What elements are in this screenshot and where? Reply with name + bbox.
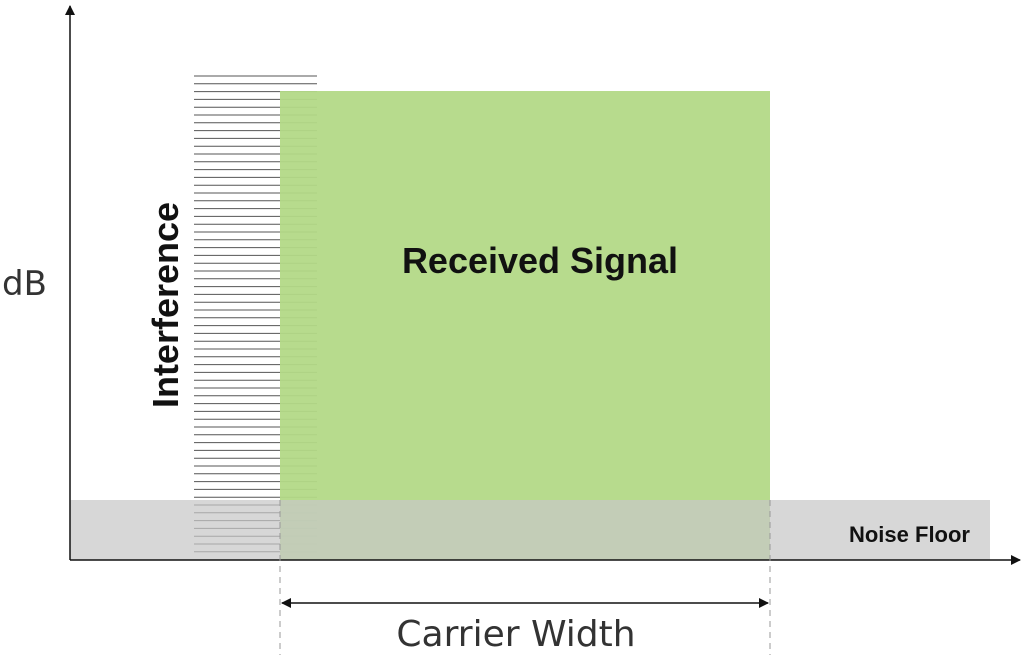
noise-floor-label: Noise Floor [849, 522, 970, 547]
y-axis-label: dB [2, 264, 47, 304]
carrier-width-label: Carrier Width [396, 614, 635, 655]
interference-label: Interference [145, 202, 186, 408]
noise-floor-band [70, 500, 990, 560]
received-signal-block [280, 91, 770, 560]
received-signal-label: Received Signal [402, 240, 678, 281]
